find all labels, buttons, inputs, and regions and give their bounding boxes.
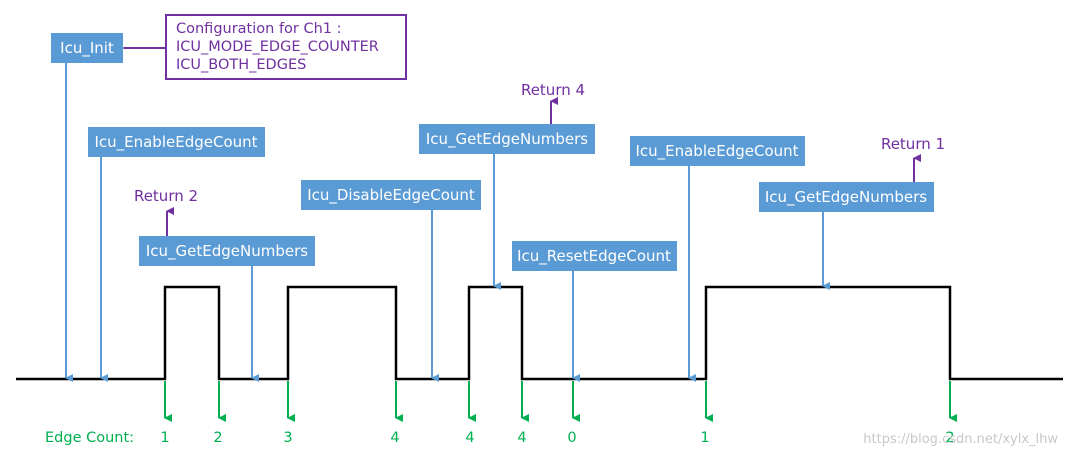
return-label: Return 2 bbox=[134, 187, 198, 205]
edge-count-value: 4 bbox=[517, 430, 526, 446]
api-label: Icu_GetEdgeNumbers bbox=[146, 242, 308, 261]
edge-count-value: 4 bbox=[390, 430, 399, 446]
api-label: Icu_EnableEdgeCount bbox=[635, 142, 798, 161]
api-call-get-edge-numbers-1: Icu_GetEdgeNumbers Return 2 bbox=[134, 187, 315, 382]
return-label: Return 1 bbox=[881, 135, 945, 153]
api-label: Icu_Init bbox=[60, 39, 114, 58]
edge-count-row: Edge Count: 1 2 3 4 4 4 0 1 2 bbox=[45, 430, 955, 446]
api-label: Icu_EnableEdgeCount bbox=[94, 133, 257, 152]
api-call-enable-edge-count-1: Icu_EnableEdgeCount bbox=[88, 127, 265, 382]
watermark: https://blog.csdn.net/xylx_lhw bbox=[863, 432, 1058, 447]
edge-count-value: 1 bbox=[160, 430, 169, 446]
api-call-disable-edge-count: Icu_DisableEdgeCount bbox=[301, 180, 481, 382]
edge-count-value: 1 bbox=[700, 430, 709, 446]
return-label: Return 4 bbox=[521, 81, 585, 99]
api-label: Icu_ResetEdgeCount bbox=[517, 247, 671, 266]
config-box: Configuration for Ch1 : ICU_MODE_EDGE_CO… bbox=[165, 14, 407, 80]
config-line-1: Configuration for Ch1 : bbox=[176, 21, 342, 37]
api-call-icu-init: Icu_Init bbox=[51, 33, 123, 382]
edge-count-value: 0 bbox=[567, 430, 576, 446]
edge-count-value: 3 bbox=[283, 430, 292, 446]
api-call-get-edge-numbers-3: Icu_GetEdgeNumbers Return 1 bbox=[759, 135, 945, 290]
edge-count-label: Edge Count: bbox=[45, 430, 134, 446]
api-label: Icu_DisableEdgeCount bbox=[307, 186, 475, 205]
config-line-3: ICU_BOTH_EDGES bbox=[176, 57, 306, 73]
api-label: Icu_GetEdgeNumbers bbox=[765, 188, 927, 207]
config-line-2: ICU_MODE_EDGE_COUNTER bbox=[176, 39, 379, 55]
api-label: Icu_GetEdgeNumbers bbox=[426, 130, 588, 149]
edge-count-value: 2 bbox=[213, 430, 222, 446]
api-call-get-edge-numbers-2: Icu_GetEdgeNumbers Return 4 bbox=[419, 81, 595, 290]
api-call-reset-edge-count: Icu_ResetEdgeCount bbox=[512, 241, 677, 382]
edge-markers bbox=[164, 381, 957, 422]
api-call-enable-edge-count-2: Icu_EnableEdgeCount bbox=[630, 136, 805, 382]
edge-count-value: 4 bbox=[465, 430, 474, 446]
signal-waveform bbox=[16, 285, 1063, 381]
edge-count-value: 2 bbox=[945, 430, 954, 446]
